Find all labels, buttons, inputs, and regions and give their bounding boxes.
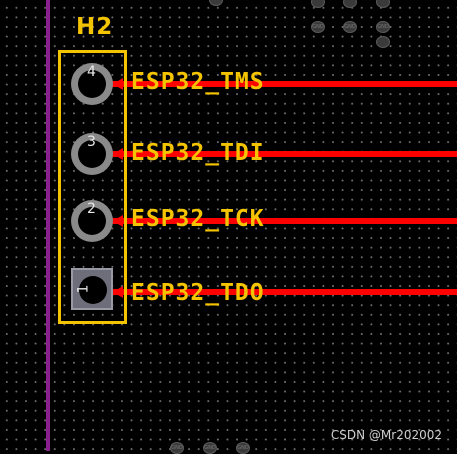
via-label: GND — [312, 24, 324, 30]
drill-hole — [78, 70, 106, 98]
via-label: GND — [171, 445, 183, 451]
via-gnd[interactable]: GND — [170, 442, 184, 454]
trace-tms-arrow — [113, 78, 123, 90]
via-gnd[interactable]: GND — [236, 442, 250, 454]
header-outline[interactable] — [58, 50, 127, 324]
via[interactable] — [376, 36, 390, 48]
drill-hole — [78, 207, 106, 235]
trace-tms[interactable] — [110, 81, 457, 87]
via[interactable] — [343, 0, 357, 8]
trace-tdi-arrow — [113, 148, 123, 160]
drill-hole — [78, 140, 106, 168]
pin-number: 2 — [87, 201, 96, 217]
via-label: GND — [237, 445, 249, 451]
pad-2[interactable] — [71, 200, 113, 242]
pad-4[interactable] — [71, 63, 113, 105]
net-label-tck[interactable]: ESP32_TCK — [131, 206, 265, 232]
net-label-tdo[interactable]: ESP32_TDO — [131, 280, 265, 306]
trace-tck-arrow — [113, 215, 123, 227]
via-gnd[interactable]: GND — [311, 21, 325, 33]
via-label: GND — [344, 24, 356, 30]
trace-tdo[interactable] — [110, 289, 457, 295]
pin-number: 3 — [87, 134, 96, 150]
via[interactable] — [209, 0, 223, 6]
component-ref[interactable]: H2 — [76, 14, 114, 40]
via[interactable] — [311, 0, 325, 8]
net-label-tdi[interactable]: ESP32_TDI — [131, 140, 265, 166]
pin-number: 1 — [75, 284, 92, 294]
via-label: GND — [204, 445, 216, 451]
trace-tck[interactable] — [110, 218, 457, 224]
watermark: CSDN @Mr202002 — [330, 428, 442, 442]
drill-hole — [79, 276, 107, 304]
via-gnd[interactable]: GND — [343, 21, 357, 33]
pad-1[interactable] — [71, 268, 113, 310]
via-gnd[interactable]: GND — [376, 21, 390, 33]
trace-tdi[interactable] — [110, 151, 457, 157]
vertical-bus-trace[interactable] — [46, 0, 50, 451]
trace-tdo-arrow — [113, 286, 123, 298]
via[interactable] — [376, 0, 390, 8]
pin-number: 4 — [87, 64, 96, 80]
pad-3[interactable] — [71, 133, 113, 175]
net-label-tms[interactable]: ESP32_TMS — [131, 69, 265, 95]
via-gnd[interactable]: GND — [203, 442, 217, 454]
via-label: GND — [377, 24, 389, 30]
